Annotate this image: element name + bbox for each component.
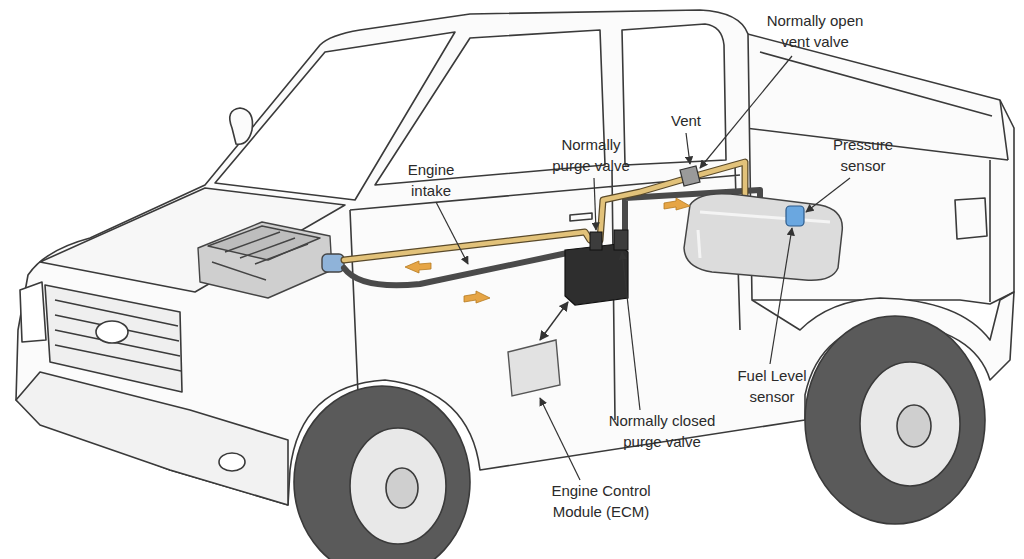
leader-line (686, 133, 690, 164)
leader-line (436, 202, 468, 264)
grille (45, 285, 182, 392)
grille-bars (55, 300, 181, 371)
door-handle (570, 213, 592, 221)
side-mirror (230, 108, 253, 144)
rear-tire (805, 316, 985, 524)
flow-arrow (405, 261, 431, 273)
front-rim (350, 428, 446, 544)
closed-purge-valve (614, 230, 628, 250)
engine-cover (208, 226, 320, 260)
callout-label: Engine Control Module (ECM) (536, 480, 666, 522)
callout-label: Normally closed purge valve (592, 410, 732, 452)
leader-line (700, 56, 792, 168)
leader-line (594, 178, 596, 230)
fuel-door (955, 198, 987, 239)
callout-label: Pressure sensor (820, 134, 906, 176)
leader-line (622, 252, 640, 410)
callout-label: Engine intake (398, 159, 464, 201)
flow-arrow (464, 291, 490, 303)
rear-rim (860, 362, 960, 486)
leader-line (806, 178, 850, 212)
fuel-tank (684, 194, 842, 281)
ecm-link (540, 302, 568, 340)
fog-light (219, 453, 245, 471)
callout-label: Normally purge valve (548, 134, 634, 176)
front-hub (386, 468, 418, 508)
callout-label: Normally open vent valve (760, 10, 870, 52)
front-tire (294, 386, 470, 559)
callout-label: Vent (664, 110, 708, 131)
intake-connector (322, 254, 344, 272)
headlight (20, 282, 46, 342)
ecm-box (508, 340, 560, 396)
bumper (16, 372, 288, 505)
tank-highlight (698, 212, 830, 258)
purge-valve (590, 232, 602, 250)
rear-window (622, 24, 726, 165)
flow-arrow (664, 198, 690, 210)
vent-valve (680, 166, 700, 186)
pressure-sensor (786, 206, 804, 226)
leader-line (540, 398, 580, 480)
evap-canister (565, 244, 628, 305)
truck-body (16, 10, 1014, 505)
engine-ribs (212, 232, 308, 280)
grille-badge (96, 321, 128, 343)
callout-label: Fuel Level sensor (727, 365, 817, 407)
leader-line (770, 228, 792, 364)
engine-block (198, 222, 332, 298)
rear-hub (897, 405, 931, 447)
